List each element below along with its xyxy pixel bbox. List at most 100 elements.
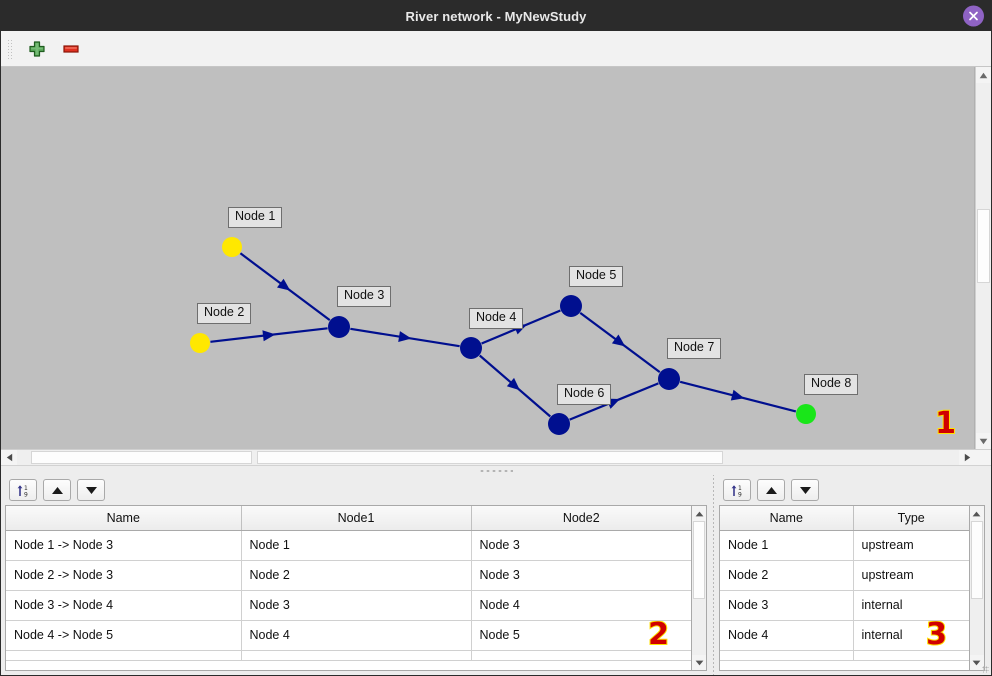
cell-empty[interactable] — [241, 650, 472, 661]
links-scroll-track[interactable] — [692, 521, 706, 655]
svg-text:1: 1 — [738, 485, 742, 492]
edges-group — [210, 252, 797, 421]
cell-empty[interactable] — [6, 650, 242, 661]
table-row-empty[interactable] — [720, 650, 969, 661]
splitter-grip — [479, 468, 513, 473]
cell-name[interactable]: Node 4 -> Node 5 — [6, 620, 242, 651]
toolbar-grip[interactable] — [7, 38, 13, 59]
resize-grip[interactable] — [982, 666, 989, 673]
links-scroll-thumb[interactable] — [693, 521, 705, 599]
cell-name[interactable]: Node 1 -> Node 3 — [6, 530, 242, 561]
node-label-node2[interactable]: Node 2 — [197, 303, 252, 324]
cell-node1[interactable]: Node 4 — [241, 620, 472, 651]
column-header-name[interactable]: Name — [720, 506, 854, 531]
plus-glyph — [29, 40, 45, 57]
add-icon[interactable] — [25, 37, 49, 61]
scroll-left-icon[interactable] — [1, 450, 17, 465]
node-label-node5[interactable]: Node 5 — [569, 266, 624, 287]
cell-name[interactable]: Node 4 — [720, 620, 854, 651]
remove-icon[interactable] — [59, 37, 83, 61]
canvas-hscroll-thumb-page[interactable] — [257, 451, 724, 464]
nodes-move-down-button[interactable] — [791, 479, 819, 501]
cell-empty[interactable] — [720, 650, 854, 661]
links-sort-button[interactable]: 1 9 — [9, 479, 37, 501]
links-move-down-button[interactable] — [77, 479, 105, 501]
graph-node-node2[interactable] — [190, 333, 210, 353]
cell-empty[interactable] — [853, 650, 969, 661]
nodes-scroll-track[interactable] — [969, 521, 984, 655]
cell-name[interactable]: Node 2 — [720, 560, 854, 591]
cell-node1[interactable]: Node 2 — [241, 560, 472, 591]
nodes-table-scrollbar[interactable] — [969, 505, 985, 671]
cell-type[interactable]: upstream — [853, 530, 969, 561]
cell-name[interactable]: Node 3 -> Node 4 — [6, 590, 242, 621]
graph-node-node1[interactable] — [222, 237, 242, 257]
vertical-splitter[interactable] — [711, 475, 715, 675]
graph-node-node4[interactable] — [460, 337, 482, 359]
column-header-type[interactable]: Type — [853, 506, 969, 531]
close-icon[interactable] — [963, 5, 984, 27]
node-label-node8[interactable]: Node 8 — [804, 374, 859, 395]
cell-name[interactable]: Node 2 -> Node 3 — [6, 560, 242, 591]
graph-node-node8[interactable] — [796, 404, 816, 424]
cell-name[interactable]: Node 1 — [720, 530, 854, 561]
canvas-hscroll-track[interactable] — [17, 450, 959, 465]
cell-node2[interactable]: Node 4 — [471, 590, 691, 621]
links-table-scrollbar[interactable] — [692, 505, 707, 671]
cell-type[interactable]: internal — [853, 590, 969, 621]
nodes-sort-button[interactable]: 1 9 — [723, 479, 751, 501]
nodes-scroll-up-icon[interactable] — [969, 506, 984, 521]
graph-node-node7[interactable] — [658, 368, 680, 390]
cell-node1[interactable]: Node 3 — [241, 590, 472, 621]
cell-node2[interactable]: Node 3 — [471, 530, 691, 561]
column-header-node1[interactable]: Node1 — [241, 506, 472, 531]
column-header-node2[interactable]: Node2 — [471, 506, 691, 531]
canvas-vscroll-track[interactable] — [976, 83, 991, 433]
links-scroll-up-icon[interactable] — [692, 506, 706, 521]
cell-node1[interactable]: Node 1 — [241, 530, 472, 561]
nodes-move-up-button[interactable] — [757, 479, 785, 501]
scroll-down-icon[interactable] — [976, 433, 991, 449]
nodes-scroll-thumb[interactable] — [970, 521, 983, 599]
canvas-vscroll-thumb[interactable] — [977, 209, 990, 283]
node-label-node1[interactable]: Node 1 — [228, 207, 283, 228]
graph-node-node6[interactable] — [548, 413, 570, 435]
cell-type[interactable]: upstream — [853, 560, 969, 591]
nodes-scroll-down-icon[interactable] — [969, 655, 984, 670]
node-label-node4[interactable]: Node 4 — [469, 308, 524, 329]
canvas-hscroll-thumb[interactable] — [31, 451, 253, 464]
scroll-right-icon[interactable] — [959, 450, 975, 465]
cell-node2[interactable]: Node 3 — [471, 560, 691, 591]
node-label-node3[interactable]: Node 3 — [337, 286, 392, 307]
links-move-up-button[interactable] — [43, 479, 71, 501]
canvas-vertical-scrollbar[interactable] — [975, 67, 991, 449]
horizontal-splitter[interactable] — [1, 465, 991, 475]
node-label-node7[interactable]: Node 7 — [667, 338, 722, 359]
scroll-up-icon[interactable] — [976, 67, 991, 83]
node-label-node6[interactable]: Node 6 — [557, 384, 612, 405]
cell-empty[interactable] — [471, 650, 691, 661]
column-header-name[interactable]: Name — [6, 506, 242, 531]
cell-name[interactable]: Node 3 — [720, 590, 854, 621]
graph-node-node5[interactable] — [560, 295, 582, 317]
canvas-horizontal-scrollbar[interactable] — [1, 449, 991, 465]
table-row-empty[interactable] — [6, 650, 691, 661]
svg-text:9: 9 — [738, 491, 742, 498]
graph-node-node3[interactable] — [328, 316, 350, 338]
links-scroll-down-icon[interactable] — [692, 655, 706, 670]
